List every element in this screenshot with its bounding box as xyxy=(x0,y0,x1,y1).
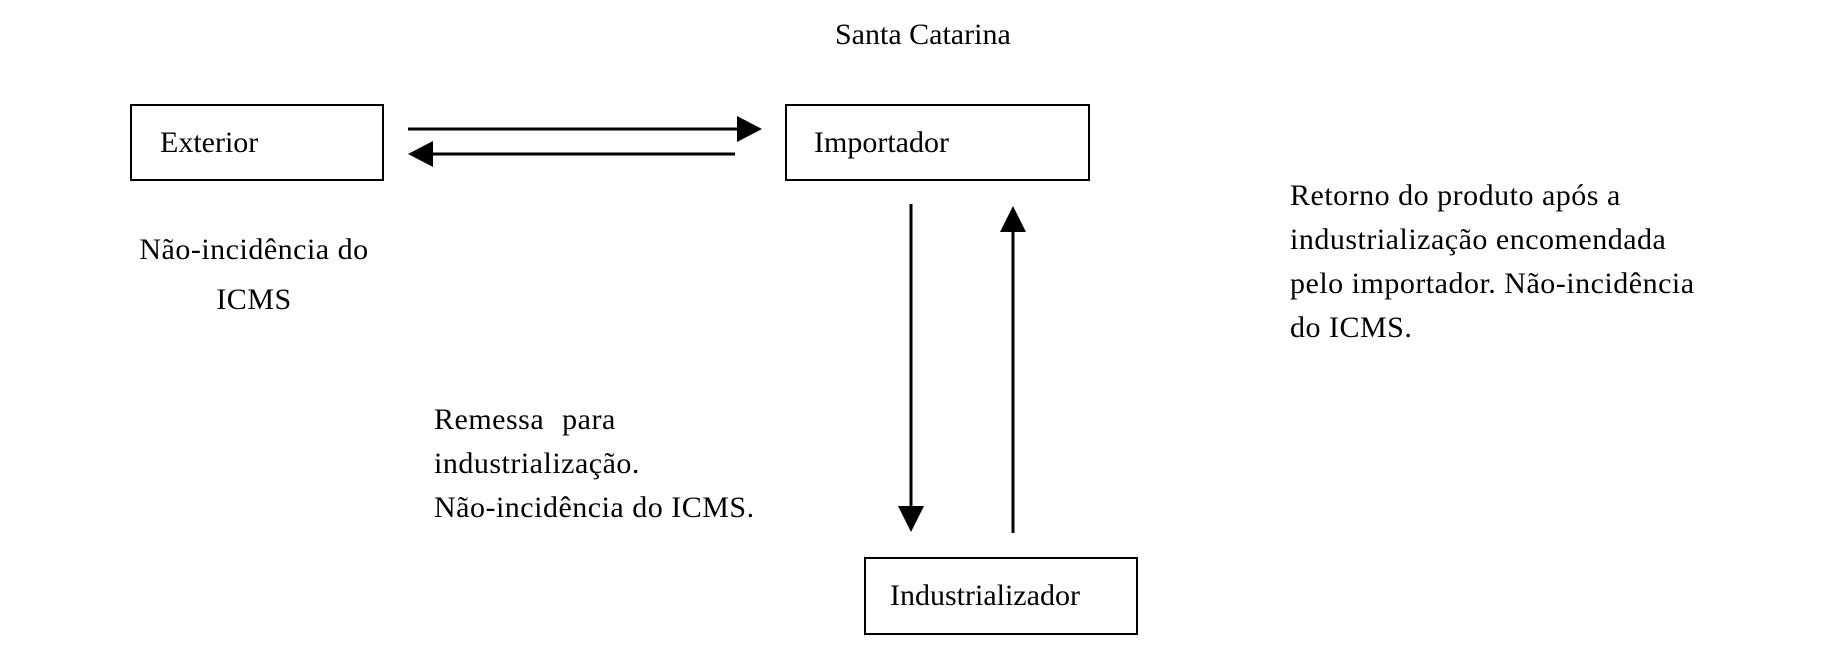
note-remessa-line: industrialização. xyxy=(434,447,640,480)
node-industrializador: Industrializador xyxy=(864,557,1138,635)
note-remessa: Remessa para industrialização. Não-incid… xyxy=(434,398,854,530)
note-remessa-line: Não-incidência do ICMS. xyxy=(434,491,755,524)
node-exterior-label: Exterior xyxy=(160,125,259,159)
note-retorno: Retorno do produto após a industrializaç… xyxy=(1290,174,1810,350)
node-importador: Importador xyxy=(785,104,1090,181)
note-exterior-line: ICMS xyxy=(216,283,292,316)
arrow-importador-to-exterior-head xyxy=(408,141,433,167)
region-label-text: Santa Catarina xyxy=(835,18,1011,51)
note-retorno-line: industrialização encomendada xyxy=(1290,223,1667,256)
arrow-importador-to-industrializador-head xyxy=(898,506,924,532)
arrow-industrializador-to-importador-head xyxy=(1000,206,1026,232)
note-remessa-line: Remessa para xyxy=(434,403,616,436)
note-exterior-line: Não-incidência do xyxy=(139,233,369,266)
node-exterior: Exterior xyxy=(130,104,384,181)
node-importador-label: Importador xyxy=(814,125,949,159)
note-retorno-line: do ICMS. xyxy=(1290,311,1413,344)
note-exterior: Não-incidência do ICMS xyxy=(104,228,404,322)
note-retorno-line: Retorno do produto após a xyxy=(1290,179,1621,212)
note-retorno-line: pelo importador. Não-incidência xyxy=(1290,267,1695,300)
node-industrializador-label: Industrializador xyxy=(890,579,1080,612)
arrow-exterior-to-importador-head xyxy=(737,116,762,142)
